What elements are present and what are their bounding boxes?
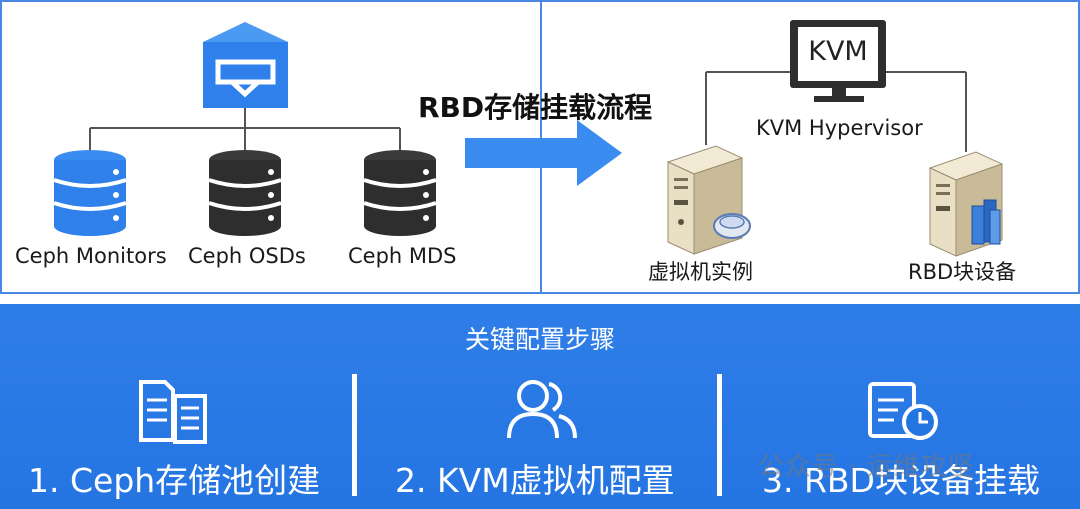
vm-instance-label: 虚拟机实例 [648, 260, 753, 284]
step-3-label: 3. RBD块设备挂载 [762, 461, 1040, 500]
flow-arrow-icon [465, 120, 622, 186]
diagram-graphics [53, 20, 1004, 257]
step-2-label: 2. KVM虚拟机配置 [395, 461, 675, 500]
step-divider [352, 374, 357, 496]
ceph-osds-db-icon [208, 150, 282, 236]
rbd-server-icon [928, 151, 1004, 257]
ceph-cluster-icon [203, 22, 288, 108]
kvm-connectors [705, 71, 967, 152]
watermark: 公众号 · 运维攻坚 [758, 452, 975, 482]
step-divider [717, 374, 722, 496]
kvm-hypervisor-label: KVM Hypervisor [756, 116, 923, 140]
kvm-screen-label: KVM [808, 36, 868, 67]
architecture-diagram: RBD存储挂载流程 KVM Ceph Monitors Ceph OSDs Ce… [0, 0, 1080, 296]
ceph-mds-label: Ceph MDS [348, 244, 457, 268]
ceph-mds-db-icon [363, 150, 437, 236]
schedule-document-icon [868, 382, 938, 440]
flow-title: RBD存储挂载流程 [418, 91, 653, 124]
key-steps-title: 关键配置步骤 [464, 325, 615, 354]
kvm-monitor-icon [790, 20, 886, 102]
rbd-device-label: RBD块设备 [908, 260, 1017, 284]
ceph-monitors-db-icon [53, 150, 127, 236]
step-1-label: 1. Ceph存储池创建 [28, 461, 321, 500]
ceph-connectors [89, 108, 401, 150]
key-steps-panel: 关键配置步骤 1. Ceph存储池创建 2. KVM虚拟机配置 3. RBD块设… [0, 304, 1080, 509]
ceph-cluster-panel [0, 0, 542, 294]
documents-icon [139, 380, 207, 444]
vm-server-icon [666, 145, 751, 255]
ceph-osds-label: Ceph OSDs [188, 244, 306, 268]
ceph-monitors-label: Ceph Monitors [15, 244, 167, 268]
users-icon [507, 380, 577, 439]
